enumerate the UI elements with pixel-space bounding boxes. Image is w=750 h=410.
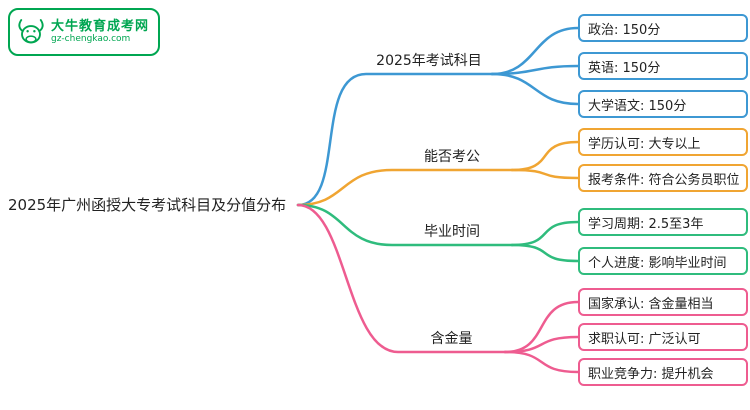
link-branch-0-leaf-0 — [490, 26, 580, 76]
logo-text: 大牛教育成考网 gz-chengkao.com — [51, 19, 149, 45]
link-branch-0-leaf-2 — [490, 72, 580, 106]
leaf-node-3-1: 求职认可: 广泛认可 — [578, 323, 748, 351]
link-branch-3-leaf-0 — [503, 300, 580, 354]
leaf-node-3-0: 国家承认: 含金量相当 — [578, 288, 748, 316]
link-branch-1-leaf-0 — [510, 140, 580, 172]
branch-node-1: 能否考公 — [424, 149, 480, 165]
logo-url: gz-chengkao.com — [51, 34, 131, 45]
link-branch-2-leaf-1 — [510, 243, 580, 263]
leaf-node-0-0: 政治: 150分 — [578, 14, 748, 42]
link-branch-0-leaf-1 — [490, 64, 580, 76]
leaf-node-2-1: 个人进度: 影响毕业时间 — [578, 247, 748, 275]
link-root-branch-1 — [296, 168, 514, 207]
link-branch-3-leaf-2 — [503, 350, 580, 374]
leaf-node-1-1: 报考条件: 符合公务员职位 — [578, 164, 748, 192]
root-node: 2025年广州函授大专考试科目及分值分布 — [8, 196, 287, 214]
branch-node-3: 含金量 — [430, 331, 473, 347]
leaf-node-2-0: 学习周期: 2.5至3年 — [578, 208, 748, 236]
link-branch-2-leaf-0 — [510, 220, 580, 247]
branch-node-0: 2025年考试科目 — [376, 53, 482, 69]
leaf-node-0-1: 英语: 150分 — [578, 52, 748, 80]
link-root-branch-3 — [296, 203, 507, 354]
leaf-node-1-0: 学历认可: 大专以上 — [578, 128, 748, 156]
leaf-node-3-2: 职业竞争力: 提升机会 — [578, 358, 748, 386]
branch-node-2: 毕业时间 — [424, 224, 480, 240]
link-branch-1-leaf-1 — [510, 168, 580, 180]
leaf-node-0-2: 大学语文: 150分 — [578, 90, 748, 118]
bull-logo-icon — [18, 19, 44, 44]
site-logo: 大牛教育成考网 gz-chengkao.com — [8, 8, 160, 56]
logo-title: 大牛教育成考网 — [51, 18, 150, 34]
link-root-branch-2 — [296, 203, 514, 247]
link-root-branch-0 — [296, 72, 494, 207]
